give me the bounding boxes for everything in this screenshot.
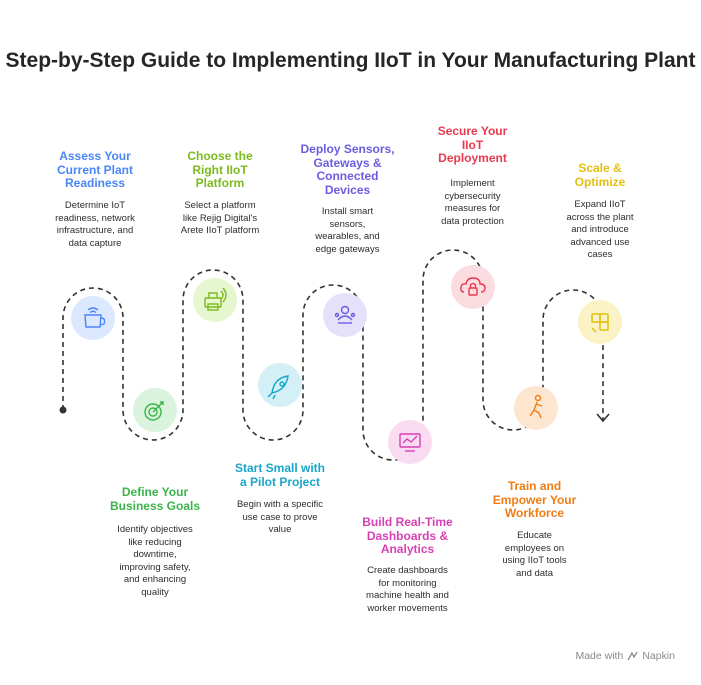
step-3-title: Choose the Right IIoT Platform: [187, 149, 253, 190]
step-9-description: Expand IIoT across the plant and introdu…: [566, 199, 634, 261]
step-7-icon-circle: [451, 265, 495, 309]
kettle-wifi-icon: [84, 307, 106, 328]
step-6-title: Build Real-Time Dashboards & Analytics: [362, 515, 453, 556]
step-6-icon-circle: [388, 420, 432, 464]
scale-blocks-icon: [591, 313, 609, 333]
step-3-description: Select a platform like Rejig Digital's A…: [180, 200, 260, 237]
footer-attribution: Made with Napkin: [575, 650, 675, 662]
page-title: Step-by-Step Guide to Implementing IIoT …: [5, 49, 696, 72]
step-4-icon-circle: [258, 363, 302, 407]
rocket-icon: [267, 375, 289, 400]
step-9-title: Scale & Optimize: [574, 161, 626, 189]
step-2-description: Identify objectives like reducing downti…: [117, 524, 193, 598]
path-start-dot: [59, 406, 67, 414]
step-2-icon-circle: [133, 388, 177, 432]
step-7-title: Secure Your IIoT Deployment: [437, 124, 508, 165]
step-5-title: Deploy Sensors, Gateways & Connected Dev…: [300, 142, 395, 197]
step-7-description: Implement cybersecurity measures for dat…: [441, 178, 504, 227]
connected-devices-icon: [334, 305, 356, 324]
footer-brand: Napkin: [642, 650, 675, 662]
target-icon: [144, 401, 164, 421]
step-1-icon-circle: [71, 296, 115, 340]
step-8-description: Educate employees on using IIoT tools an…: [502, 530, 567, 579]
step-1-description: Determine IoT readiness, network infrast…: [55, 200, 135, 249]
step-4-title: Start Small with a Pilot Project: [234, 461, 326, 489]
step-2-title: Define Your Business Goals: [109, 485, 201, 513]
person-running-icon: [529, 394, 543, 419]
printer-wireless-icon: [204, 287, 227, 311]
step-5-description: Install smart sensors, wearables, and ed…: [315, 206, 380, 255]
step-6-description: Create dashboards for monitoring machine…: [366, 565, 449, 614]
step-9-icon-circle: [578, 300, 622, 344]
step-1-title: Assess Your Current Plant Readiness: [56, 149, 133, 190]
step-8-icon-circle: [514, 386, 558, 430]
step-5-icon-circle: [323, 293, 367, 337]
dashboard-icon: [399, 433, 421, 452]
cloud-lock-icon: [460, 277, 486, 296]
path-end-arrow: [596, 413, 610, 423]
napkin-logo-icon: [627, 651, 638, 660]
step-4-description: Begin with a specific use case to prove …: [236, 499, 324, 536]
footer-label: Made with: [575, 650, 624, 662]
step-8-title: Train and Empower Your Workforce: [492, 479, 577, 520]
step-3-icon-circle: [193, 278, 237, 322]
